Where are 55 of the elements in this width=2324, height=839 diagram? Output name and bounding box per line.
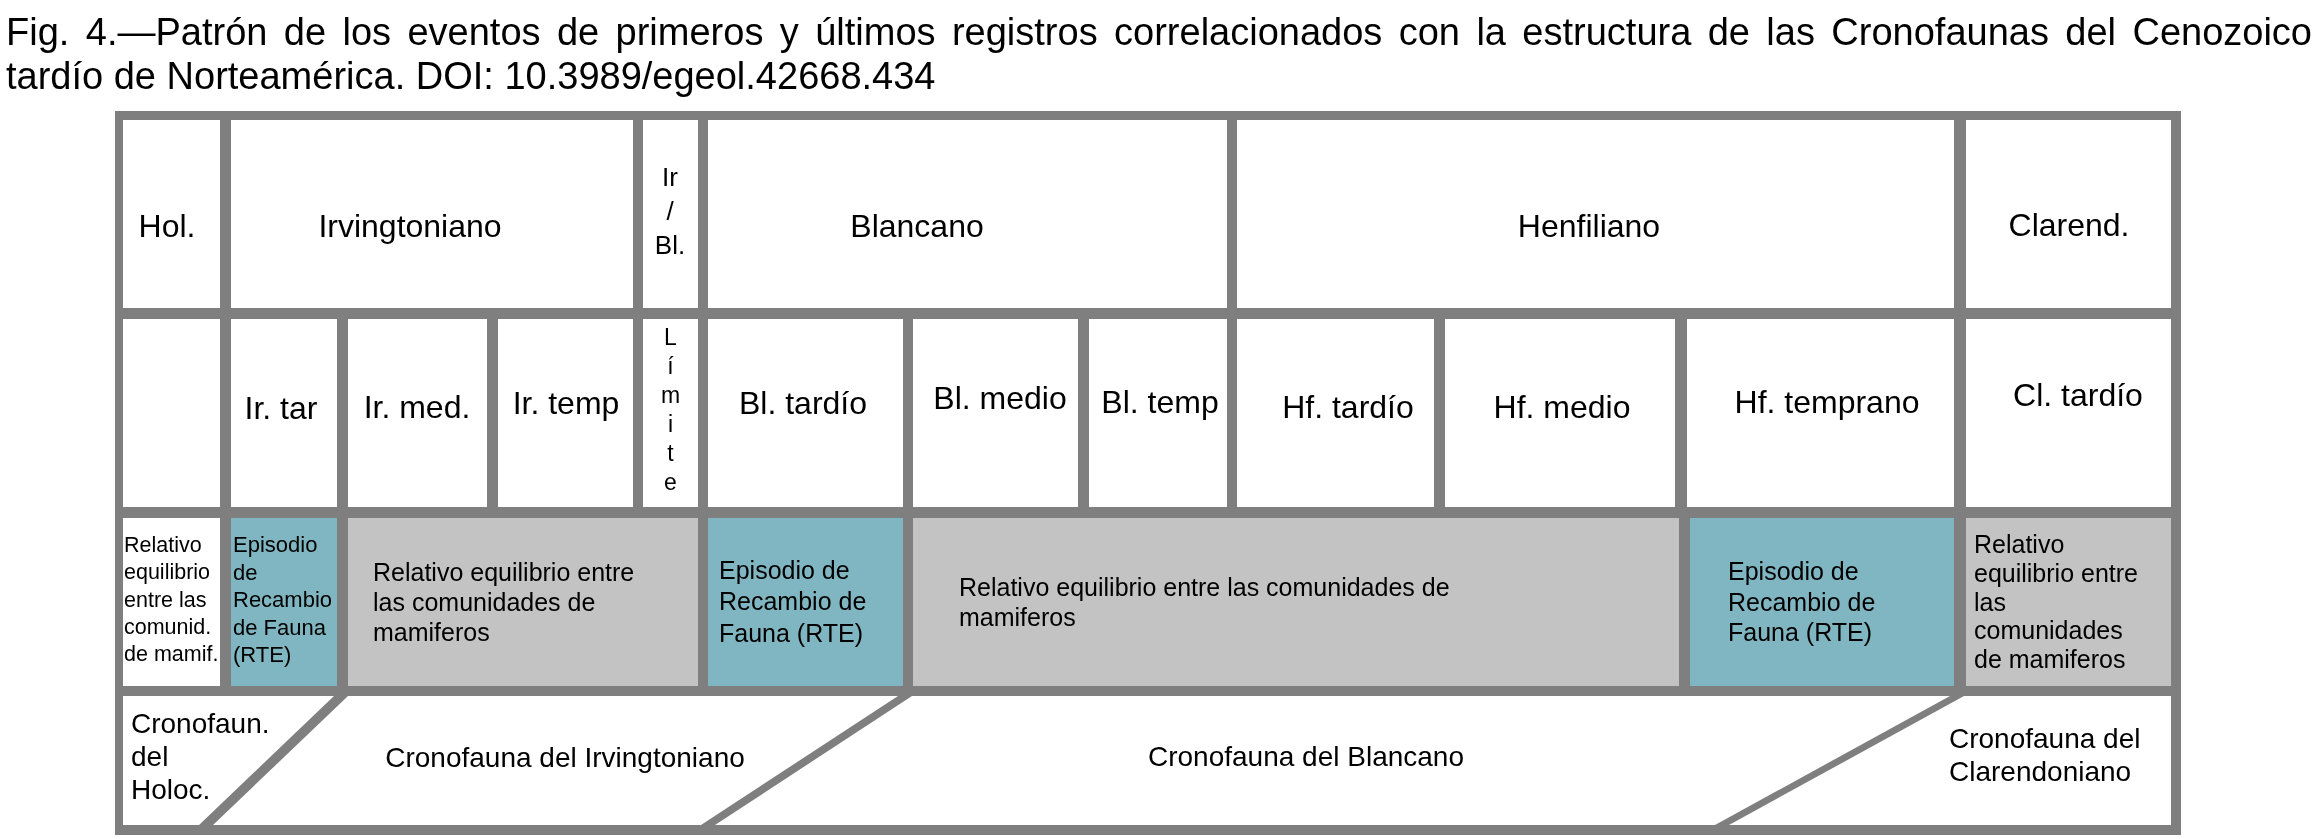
age-label: Hol. xyxy=(138,207,196,245)
event-cell xyxy=(1690,518,1954,686)
event-cell xyxy=(913,518,1679,686)
age-label: Clarend. xyxy=(2008,206,2130,244)
age-cell xyxy=(708,120,1227,308)
age-label: Blancano xyxy=(850,207,984,245)
subage-label: Cl. tardío xyxy=(2013,376,2143,414)
subage-cell xyxy=(913,319,1078,507)
age-cell xyxy=(231,120,633,308)
chronofauna-label: Cronofaun. del Holoc. xyxy=(131,707,270,807)
subage-cell xyxy=(1445,319,1675,507)
subage-label: Ir. temp xyxy=(512,384,620,422)
age-label: Irvingtoniano xyxy=(318,207,502,245)
chronofauna-label: Cronofauna del Blancano xyxy=(1148,740,1464,774)
subage-label: Ir. med. xyxy=(363,388,471,426)
chronofauna-label: Cronofauna del Clarendoniano xyxy=(1949,723,2142,789)
event-text: Relativo equilibrio entre las comunidades de mamiferos xyxy=(1974,530,2139,674)
chronofauna-region xyxy=(1729,696,2171,825)
age-cell xyxy=(643,120,698,308)
event-text: Relativo equilibrio entre las comunidades de mamiferos xyxy=(959,572,1451,632)
subage-label: Hf. temprano xyxy=(1734,383,1920,421)
subage-label: Límite xyxy=(658,324,682,498)
age-label: Henfiliano xyxy=(1517,207,1661,245)
subage-cell xyxy=(1687,319,1954,507)
subage-cell xyxy=(348,319,487,507)
subage-label: Ir. tar xyxy=(244,389,318,427)
subage-cell xyxy=(231,319,337,507)
subage-label: Bl. temp xyxy=(1101,383,1219,421)
event-text: Episodio de Recambio de Fauna (RTE) xyxy=(233,531,334,669)
subage-cell xyxy=(498,319,633,507)
subage-cell xyxy=(708,319,903,507)
subage-label: Bl. medio xyxy=(933,379,1067,417)
subage-label: Hf. medio xyxy=(1493,388,1631,426)
event-cell xyxy=(1966,518,2171,686)
figure-caption: Fig. 4.—Patrón de los eventos de primeros y últimos registros correlacionados con la estructura de las Cronofaunas del Cenozoico tardío de Norteamérica. DOI: 10.3989/egeol.42668.434 xyxy=(6,10,2312,99)
event-cell xyxy=(708,518,903,686)
age-cell xyxy=(123,120,220,308)
event-cell xyxy=(123,518,220,686)
chronofauna-label: Cronofauna del Irvingtoniano xyxy=(385,741,745,775)
subage-cell xyxy=(643,319,698,507)
subage-cell xyxy=(1237,319,1434,507)
age-cell xyxy=(1966,120,2171,308)
event-text: Relativo equilibrio entre las comunidades de mamiferos xyxy=(373,557,636,647)
age-label: Ir / Bl. xyxy=(654,161,686,262)
subage-cell xyxy=(123,319,220,507)
age-cell xyxy=(1237,120,1954,308)
subage-cell xyxy=(1966,319,2171,507)
event-cell xyxy=(231,518,337,686)
event-text: Episodio de Recambio de Fauna (RTE) xyxy=(719,555,868,649)
event-text: Relativo equilibrio entre las comunid. de mamif. xyxy=(124,531,220,668)
subage-cell xyxy=(1089,319,1227,507)
event-text: Episodio de Recambio de Fauna (RTE) xyxy=(1728,556,1877,648)
event-cell xyxy=(348,518,698,686)
subage-label: Bl. tardío xyxy=(738,384,868,422)
subage-label: Hf. tardío xyxy=(1282,388,1414,426)
